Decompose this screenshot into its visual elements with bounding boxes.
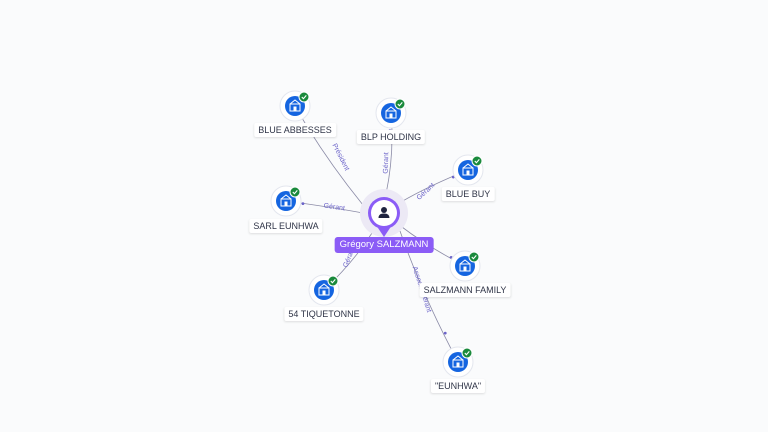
company-node-eunhwa[interactable] bbox=[442, 346, 474, 378]
check-badge-icon bbox=[327, 275, 339, 287]
edge-arrow-sarl-eunhwa bbox=[301, 202, 305, 206]
building-icon bbox=[385, 106, 397, 119]
building-icon bbox=[280, 194, 292, 207]
company-node-blue-buy[interactable] bbox=[452, 154, 484, 186]
building-icon bbox=[289, 99, 301, 112]
check-badge-icon bbox=[394, 98, 406, 110]
company-label-eunhwa[interactable]: "EUNHWA" bbox=[430, 379, 486, 393]
company-node-54-tiquetonne[interactable] bbox=[308, 274, 340, 306]
check-badge-icon bbox=[461, 347, 473, 359]
company-node-blp-holding[interactable] bbox=[375, 97, 407, 129]
building-icon bbox=[318, 283, 330, 296]
company-label-blue-buy[interactable]: BLUE BUY bbox=[441, 187, 495, 201]
edge-label-blue-abbesses: Président bbox=[331, 143, 351, 173]
company-node-blue-abbesses[interactable] bbox=[279, 90, 311, 122]
edge-label-sarl-eunhwa: Gérant bbox=[323, 203, 345, 213]
check-badge-icon bbox=[289, 186, 301, 198]
company-label-blue-abbesses[interactable]: BLUE ABBESSES bbox=[254, 123, 336, 137]
edge-blue-abbesses bbox=[294, 105, 364, 206]
check-badge-icon bbox=[471, 155, 483, 167]
company-node-salzmann-family[interactable] bbox=[449, 250, 481, 282]
company-node-sarl-eunhwa[interactable] bbox=[270, 185, 302, 217]
building-icon bbox=[462, 163, 474, 176]
building-icon bbox=[452, 355, 464, 368]
nodes-layer bbox=[270, 90, 484, 378]
company-label-blp-holding[interactable]: BLP HOLDING bbox=[356, 130, 426, 144]
company-label-salzmann-family[interactable]: SALZMANN FAMILY bbox=[419, 283, 511, 297]
company-label-sarl-eunhwa[interactable]: SARL EUNHWA bbox=[249, 219, 323, 233]
person-name-label[interactable]: Grégory SALZMANN bbox=[334, 237, 434, 253]
check-badge-icon bbox=[468, 251, 480, 263]
building-icon bbox=[459, 259, 471, 272]
center-node[interactable] bbox=[360, 189, 408, 237]
person-icon bbox=[378, 207, 390, 218]
check-badge-icon bbox=[298, 91, 310, 103]
edge-arrow-eunhwa bbox=[443, 331, 447, 335]
edge-label-blp-holding: Gérant bbox=[383, 152, 391, 174]
company-label-54-tiquetonne[interactable]: 54 TIQUETONNE bbox=[284, 307, 364, 321]
